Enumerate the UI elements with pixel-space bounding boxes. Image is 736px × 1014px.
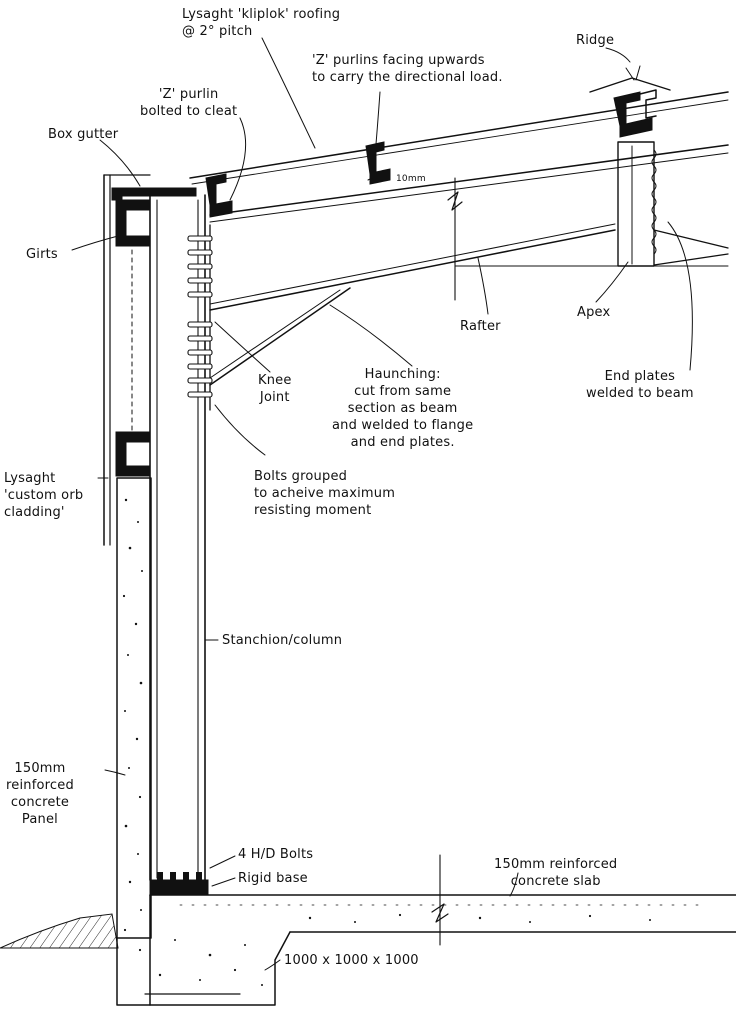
footing-speckle bbox=[138, 913, 651, 986]
z-purlin-ridge bbox=[613, 91, 653, 138]
footing bbox=[149, 894, 291, 1006]
label-concrete-panel: 150mm reinforced concrete Panel bbox=[6, 761, 74, 827]
knee-bolts bbox=[187, 235, 213, 398]
hd-bolts bbox=[157, 872, 202, 882]
rafter-right-bottom bbox=[653, 253, 729, 266]
label-purlins-upward: 'Z' purlins facing upwards to carry the … bbox=[312, 53, 503, 85]
label-end-plates: End plates welded to beam bbox=[586, 369, 694, 401]
leader-lines bbox=[71, 37, 693, 971]
ridge-peak-lines bbox=[625, 65, 641, 81]
label-rafter: Rafter bbox=[460, 319, 501, 334]
concrete-panel bbox=[116, 477, 152, 939]
label-knee-joint: Knee Joint bbox=[258, 373, 292, 405]
label-dim-10mm: 10mm bbox=[396, 174, 426, 184]
label-cladding: Lysaght 'custom orb cladding' bbox=[4, 471, 84, 520]
rafter-bottom-flange bbox=[209, 229, 616, 311]
label-slab: 150mm reinforced concrete slab bbox=[494, 857, 618, 889]
roof-sheet-under bbox=[191, 99, 729, 185]
girt-bottom bbox=[115, 431, 151, 477]
girt-top bbox=[115, 199, 151, 247]
label-ridge: Ridge bbox=[576, 33, 615, 48]
apex-post bbox=[617, 141, 655, 267]
z-purlin-left bbox=[205, 173, 233, 218]
footing-left bbox=[116, 937, 151, 1006]
rigid-base-plate bbox=[149, 879, 209, 895]
end-plate-weld bbox=[651, 149, 657, 255]
label-apex: Apex bbox=[577, 305, 611, 320]
label-footing: 1000 x 1000 x 1000 bbox=[284, 953, 419, 968]
z-purlin-mid bbox=[365, 141, 391, 185]
label-stanchion: Stanchion/column bbox=[222, 633, 343, 648]
label-girts: Girts bbox=[26, 247, 58, 262]
label-haunching: Haunching: cut from same section as beam… bbox=[332, 367, 474, 450]
ridge-cap bbox=[589, 77, 671, 93]
haunch-flange bbox=[209, 287, 351, 386]
rafter-bottom-flange-inner bbox=[209, 223, 616, 305]
label-box-gutter: Box gutter bbox=[48, 127, 119, 142]
rafter-top-flange bbox=[209, 144, 729, 216]
ground-hatch bbox=[0, 913, 119, 949]
slab-break-symbol bbox=[431, 903, 449, 923]
rafter-top-flange-inner bbox=[209, 152, 729, 223]
roof-sheet bbox=[189, 91, 729, 179]
label-hd-bolts: 4 H/D Bolts bbox=[238, 847, 314, 862]
label-z-purlin-cleat: 'Z' purlin bolted to cleat bbox=[140, 87, 238, 119]
rafter-right-top bbox=[653, 229, 729, 249]
concrete-panel-speckle bbox=[122, 498, 143, 932]
label-rigid-base: Rigid base bbox=[238, 871, 308, 886]
z-purlin-ridge-2 bbox=[639, 89, 657, 119]
box-gutter bbox=[111, 187, 197, 201]
rafter-break-symbol bbox=[447, 191, 463, 211]
haunch-flange-inner bbox=[209, 289, 341, 379]
label-bolts-grouped: Bolts grouped to acheive maximum resisti… bbox=[254, 469, 396, 518]
label-roofing: Lysaght 'kliplok' roofing @ 2° pitch bbox=[182, 7, 341, 39]
